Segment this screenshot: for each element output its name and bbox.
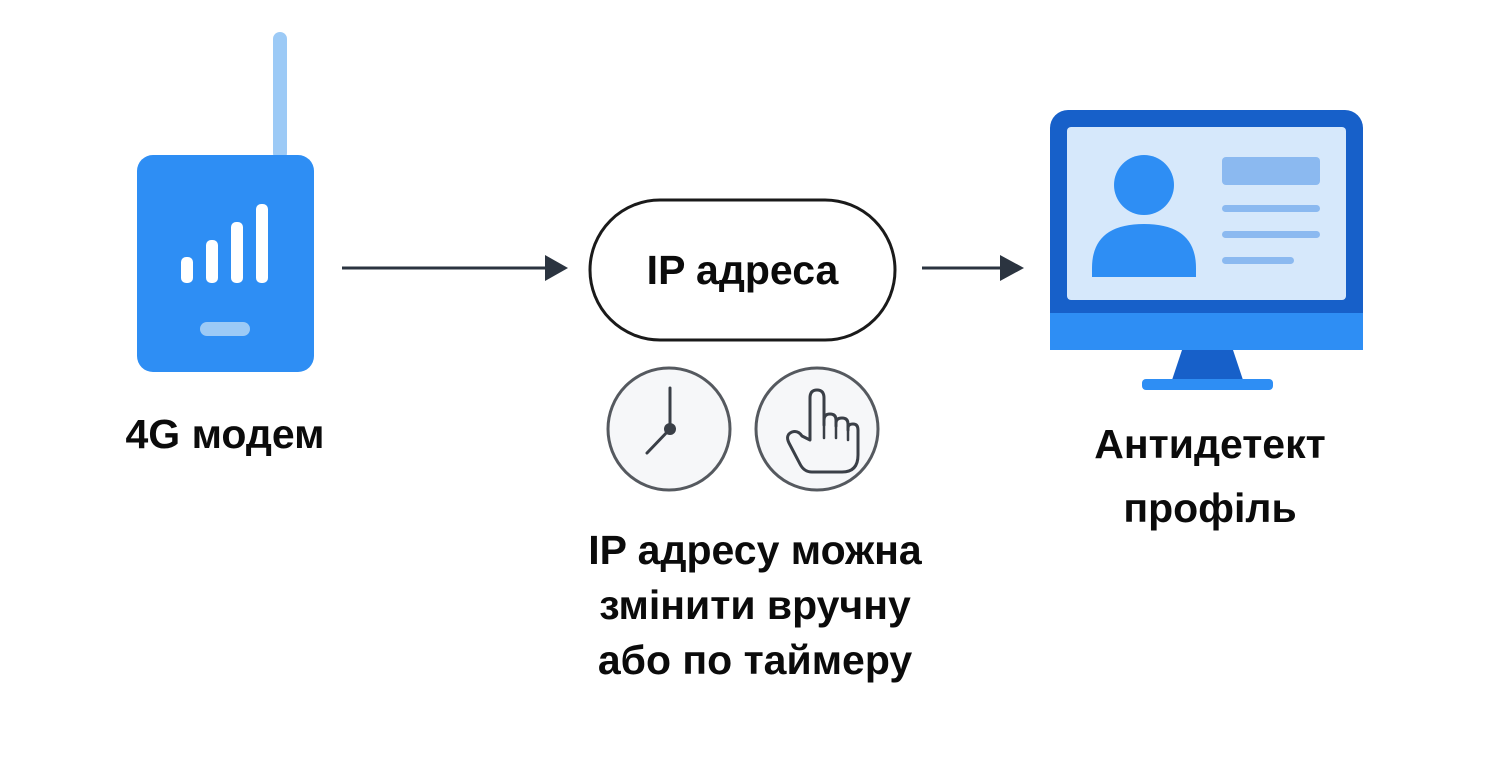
- arrow-modem-to-ip: [342, 255, 568, 281]
- avatar-head: [1114, 155, 1174, 215]
- hand-pointer-icon: [754, 366, 880, 492]
- signal-bar-1: [181, 257, 193, 283]
- monitor-profile-icon: [1050, 110, 1363, 390]
- modem-led: [200, 322, 250, 336]
- avatar-body: [1092, 224, 1196, 277]
- profile-title-bar: [1222, 157, 1320, 185]
- modem-body: [137, 155, 314, 372]
- signal-bar-3: [231, 222, 243, 283]
- arrow-ip-to-profile: [922, 255, 1024, 281]
- note-line-1: IP адресу можна: [588, 527, 922, 573]
- ip-address-label: IP адреса: [646, 247, 839, 293]
- monitor-stand: [1172, 350, 1243, 380]
- profile-line-3: [1222, 257, 1294, 264]
- profile-label-line-2: профіль: [1123, 485, 1297, 531]
- clock-icon: [606, 366, 732, 492]
- signal-bar-2: [206, 240, 218, 283]
- note-line-2: змінити вручну: [599, 582, 911, 628]
- profile-label: Антидетект профіль: [1040, 412, 1380, 540]
- signal-bar-4: [256, 204, 268, 283]
- 4g-modem-icon: [137, 32, 314, 372]
- profile-line-1: [1222, 205, 1320, 212]
- modem-label: 4G модем: [125, 411, 325, 457]
- ip-change-note: IP адресу можна змінити вручну або по та…: [520, 523, 990, 688]
- profile-label-line-1: Антидетект: [1094, 421, 1326, 467]
- profile-line-2: [1222, 231, 1320, 238]
- ip-address-pill: [588, 198, 897, 342]
- modem-antenna: [273, 32, 287, 160]
- note-line-3: або по таймеру: [597, 637, 913, 683]
- monitor-base: [1142, 379, 1273, 390]
